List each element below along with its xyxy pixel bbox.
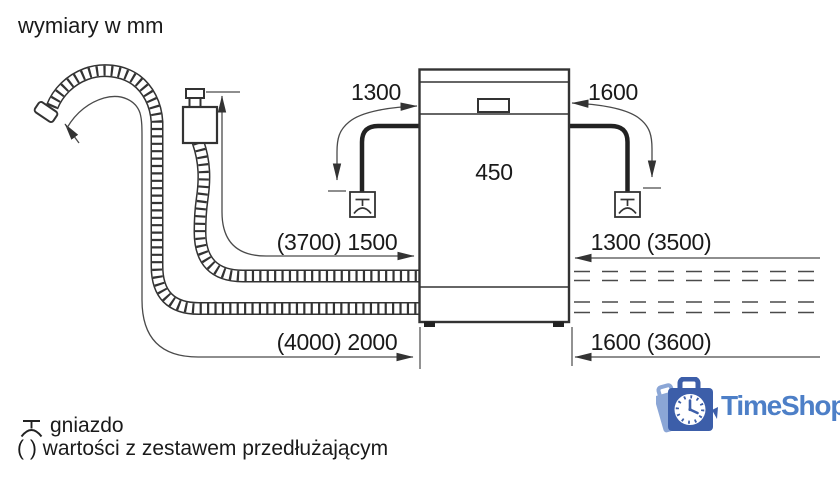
dim-label-drain-left: (4000) 2000 xyxy=(276,329,398,355)
dim-line-cord-left xyxy=(332,102,418,181)
dishwasher-display xyxy=(477,98,510,113)
timeshop-logo: TimeShop xyxy=(656,377,840,435)
dashed-hose-extensions xyxy=(574,270,820,314)
power-cord-right xyxy=(567,123,630,193)
power-cords xyxy=(359,123,630,193)
power-cord-left xyxy=(359,123,421,193)
aquastop-screw-cap xyxy=(185,88,205,99)
aquastop-body xyxy=(181,105,219,145)
dim-label-supply-right: 1300 (3500) xyxy=(590,229,712,255)
legend-socket-label: gniazdo xyxy=(50,414,124,437)
dim-label-drain-right: 1600 (3600) xyxy=(590,329,712,355)
legend-parentheses-note: ( ) wartości z zestawem przedłużającym xyxy=(17,437,389,460)
supply-hose xyxy=(191,139,424,283)
dim-label-cord-left: 1300 xyxy=(351,79,401,105)
dim-line-drain-left xyxy=(66,95,414,362)
dim-label-width: 450 xyxy=(468,159,520,186)
aquastop-valve xyxy=(181,88,219,145)
aquastop-neck xyxy=(188,97,202,108)
dim-label-supply-left: (3700) 1500 xyxy=(276,229,398,255)
dim-label-cord-right: 1600 xyxy=(588,79,638,105)
page-title: wymiary w mm xyxy=(18,13,164,38)
socket-right xyxy=(614,191,641,218)
logo-brand-text: TimeShop xyxy=(721,390,840,421)
dishwasher xyxy=(418,68,571,327)
dim-line-cord-right xyxy=(571,99,657,178)
legend-socket-icon xyxy=(20,420,43,438)
dim-line-supply-left xyxy=(217,95,415,261)
socket-icon xyxy=(618,198,637,215)
socket-icon xyxy=(353,198,372,215)
dishwasher-foot-right xyxy=(553,321,564,327)
drain-hose xyxy=(33,64,424,315)
socket-left xyxy=(349,191,376,218)
clock-bag-icon xyxy=(656,377,718,433)
drain-hose-end-cap xyxy=(33,101,59,123)
dishwasher-foot-left xyxy=(424,321,435,327)
